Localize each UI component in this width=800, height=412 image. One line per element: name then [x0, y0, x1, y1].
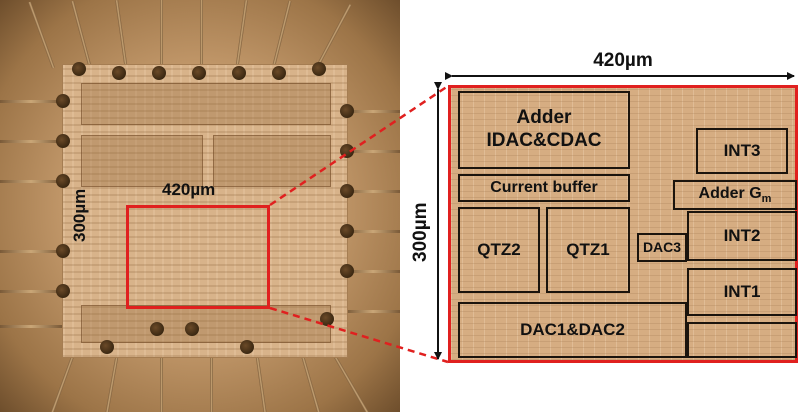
block-qtz1: QTZ1 [546, 207, 630, 293]
bond-wire [160, 352, 163, 412]
bond-wire [346, 110, 400, 113]
bond-pad [56, 134, 70, 148]
bond-wire [70, 0, 93, 70]
bond-pad [152, 66, 166, 80]
block-label: INT3 [723, 140, 761, 160]
bond-pad [56, 244, 70, 258]
block-label: INT1 [723, 281, 761, 301]
bond-pad [340, 144, 354, 158]
block-label: INT2 [723, 225, 761, 245]
floorplan: Adder IDAC&CDAC Current buffer QTZ2 QTZ1… [448, 85, 798, 363]
bond-pad [320, 312, 334, 326]
bond-wire [0, 100, 62, 103]
block-dac1-dac2: DAC1&DAC2 [458, 302, 687, 358]
block-int2: INT2 [687, 211, 797, 261]
die-region [213, 135, 331, 187]
bond-pad [56, 284, 70, 298]
block-label: IDAC&CDAC [486, 130, 602, 151]
block-dac3: DAC3 [637, 233, 687, 262]
block-current-buffer: Current buffer [458, 174, 630, 202]
bond-wire [271, 0, 292, 70]
bond-wire [0, 140, 62, 143]
bond-wire [0, 290, 62, 293]
block-qtz2: QTZ2 [458, 207, 540, 293]
floorplan-width-label: 420µm [593, 50, 653, 71]
bond-wire [235, 0, 248, 70]
block-label: QTZ1 [566, 239, 610, 259]
bond-pad [340, 224, 354, 238]
die-region [81, 305, 331, 343]
bond-wire [210, 352, 213, 412]
bond-wire [346, 270, 400, 273]
bond-pad [340, 184, 354, 198]
block-label: DAC3 [642, 239, 682, 256]
bond-pad [150, 322, 164, 336]
block-label: Adder [516, 107, 572, 129]
block-adder-idac-cdac: Adder IDAC&CDAC [458, 91, 630, 169]
zoom-width-label: 420µm [162, 180, 216, 199]
block-adder-gm: Adder Gm [673, 180, 797, 210]
bond-pad [192, 66, 206, 80]
floorplan-height-label: 300µm [410, 202, 431, 262]
zoom-region-box [126, 205, 270, 309]
block-unlabeled [687, 322, 797, 358]
bond-pad [232, 66, 246, 80]
die-region [81, 135, 203, 187]
block-label: DAC1&DAC2 [520, 319, 625, 339]
block-label: Adder Gm [699, 184, 772, 206]
bond-wire [160, 0, 163, 70]
block-int1: INT1 [687, 268, 797, 316]
bond-pad [312, 62, 326, 76]
zoom-height-label: 300µm [70, 188, 89, 242]
block-label-text: Adder G [698, 184, 762, 202]
bond-wire [346, 190, 400, 193]
block-label: QTZ2 [477, 239, 521, 259]
bond-wire [28, 1, 55, 69]
bond-wire [103, 352, 120, 412]
bond-pad [185, 322, 199, 336]
bond-wire [330, 349, 373, 412]
bond-pad [340, 264, 354, 278]
bond-pad [56, 174, 70, 188]
bond-wire [115, 0, 128, 70]
bond-wire [200, 0, 203, 70]
bond-pad [240, 340, 254, 354]
bond-wire [48, 353, 75, 412]
bond-pad [56, 94, 70, 108]
bond-pad [72, 62, 86, 76]
block-label: Current buffer [490, 179, 598, 197]
bond-pad [112, 66, 126, 80]
bond-wire [0, 180, 62, 183]
bond-wire [346, 310, 400, 313]
bond-wire [255, 352, 268, 412]
bond-pad [272, 66, 286, 80]
bond-pad [100, 340, 114, 354]
block-int3: INT3 [696, 128, 788, 174]
bond-wire [300, 352, 323, 412]
die-region [81, 83, 331, 125]
die-photo: 420µm 300µm [0, 0, 400, 412]
block-label-subscript: m [761, 193, 772, 205]
bond-wire [0, 325, 62, 328]
bond-wire [346, 230, 400, 233]
bond-wire [346, 150, 400, 153]
bond-wire [0, 250, 62, 253]
bond-pad [340, 104, 354, 118]
